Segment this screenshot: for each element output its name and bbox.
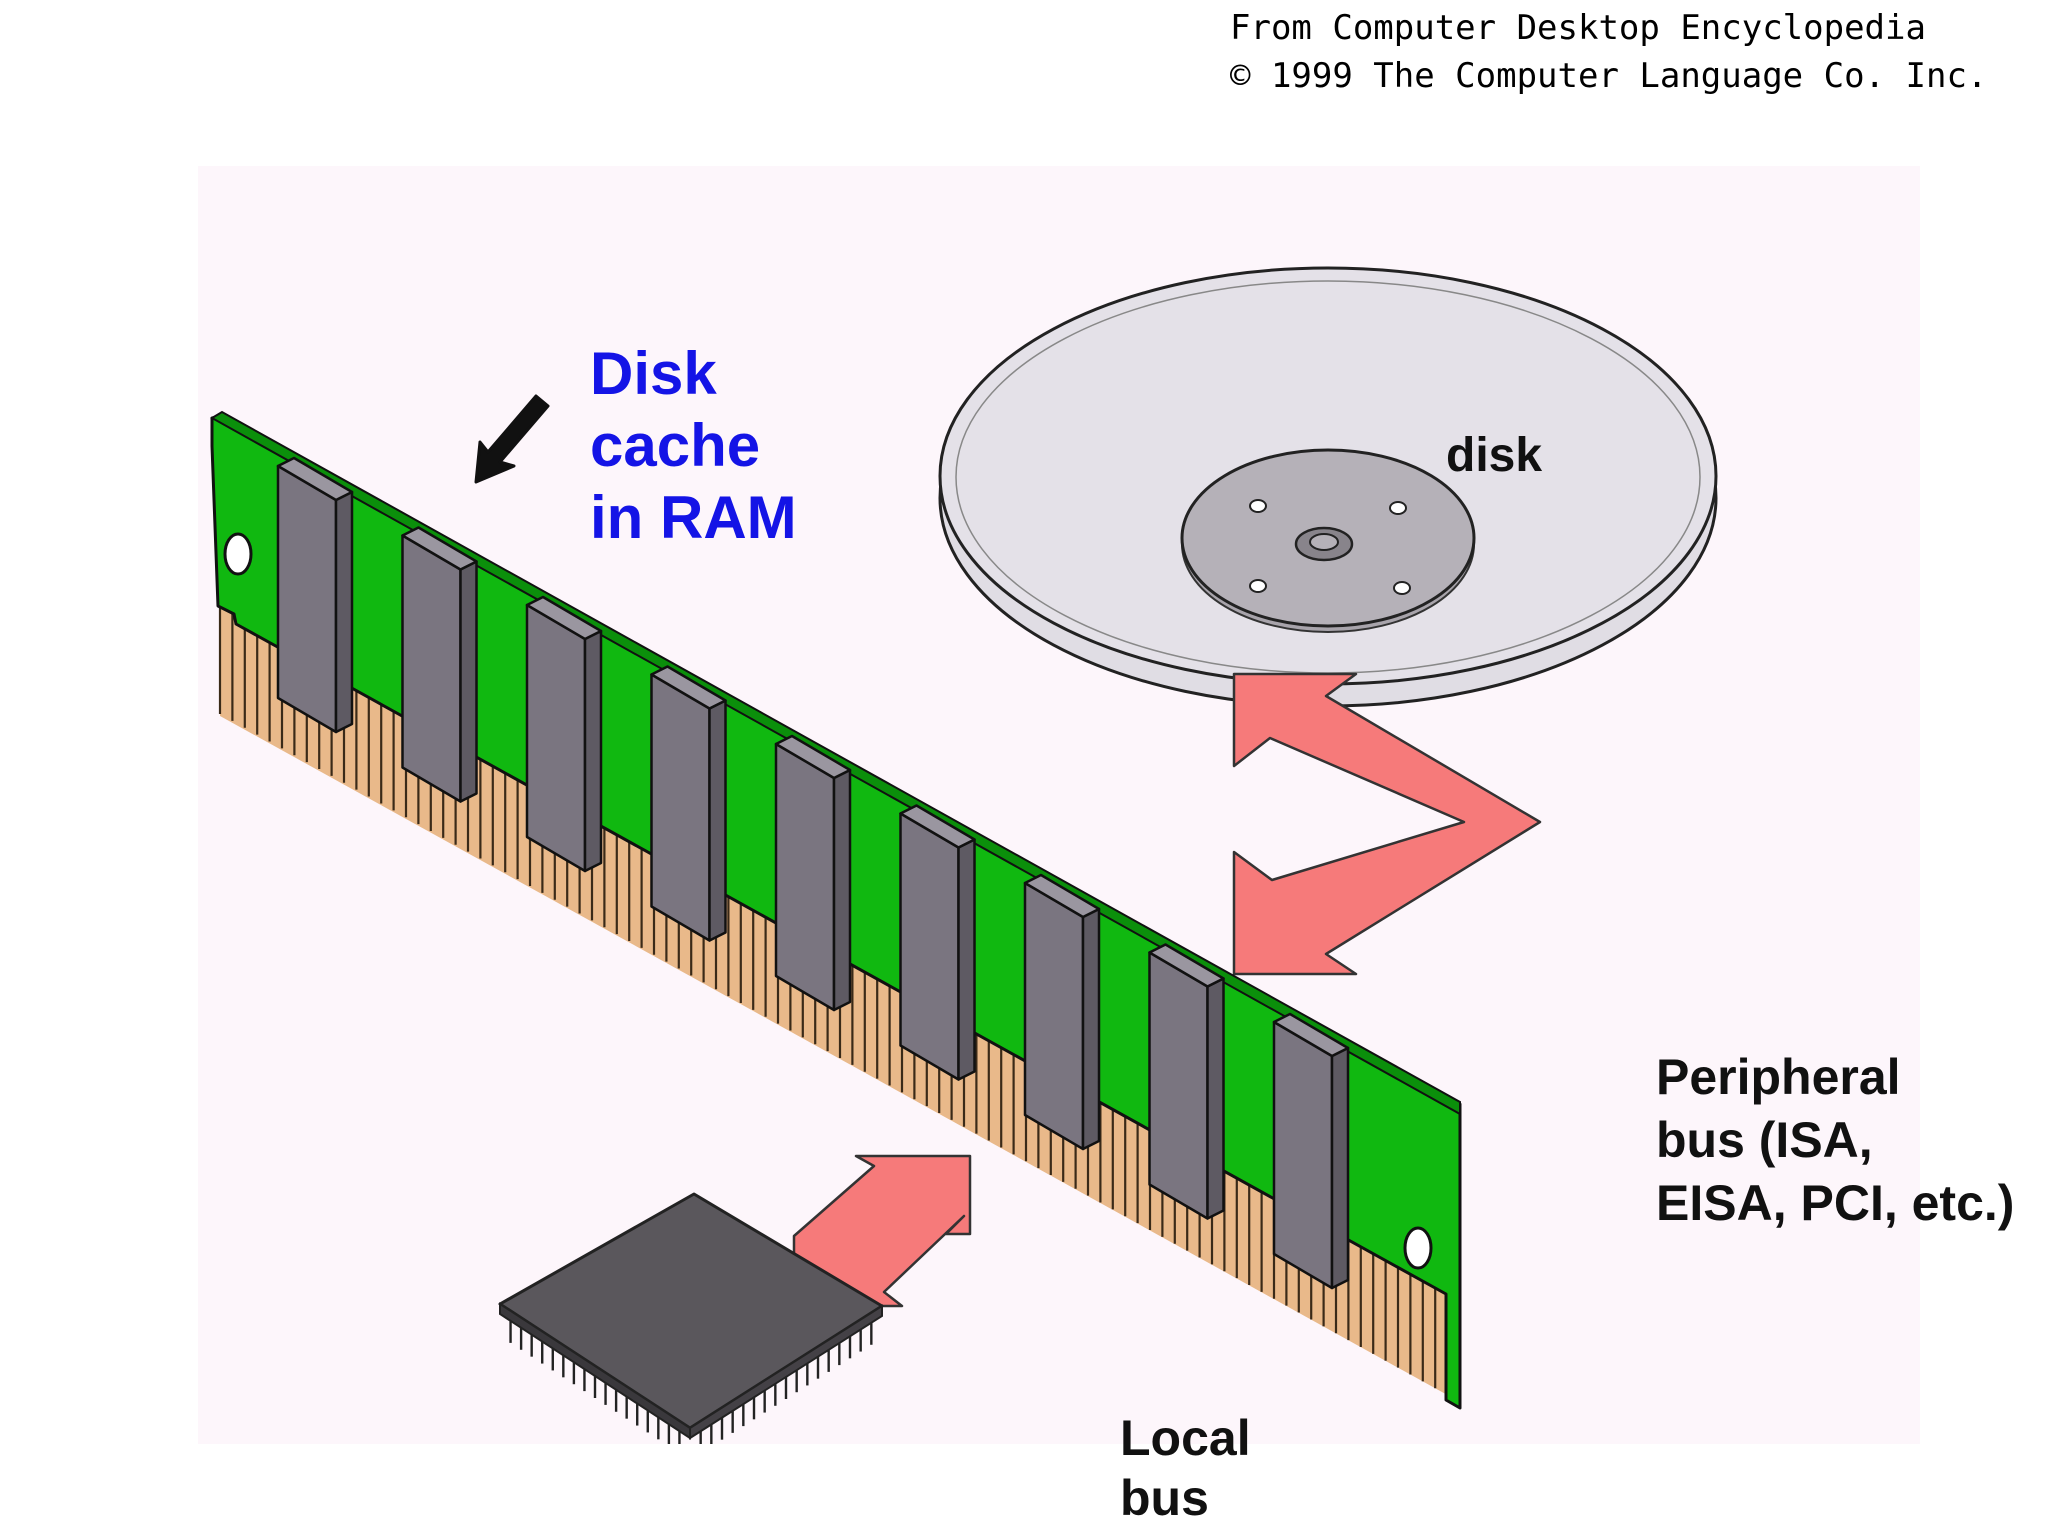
cache-label-line-3: in RAM <box>590 484 797 551</box>
diagram-panel: Disk cache in RAM disk Peripheral bus (I… <box>198 166 2014 1526</box>
cache-label-line-1: Disk <box>590 340 717 407</box>
cache-pointer-arrow-head <box>474 394 550 484</box>
peripheral-label-line-3: EISA, PCI, etc.) <box>1656 1175 2015 1231</box>
memory-chip <box>525 595 603 873</box>
cpu-label: CPU <box>838 1438 923 1482</box>
disk-cache-label: Disk cache in RAM <box>590 338 797 554</box>
memory-chip <box>1023 873 1101 1151</box>
peripheral-label-line-1: Peripheral <box>1656 1049 1901 1105</box>
local-bus-label: Local bus <box>1120 1408 1251 1528</box>
memory-chip <box>276 456 354 734</box>
memory-chip <box>1148 943 1225 1220</box>
peripheral-bus-chevron <box>1232 672 1542 976</box>
copyright-credit: From Computer Desktop Encyclopedia © 199… <box>1230 4 1987 100</box>
local-label-line-2: bus <box>1120 1470 1209 1526</box>
cpu-chip <box>498 1192 884 1444</box>
ram-chips <box>276 456 1350 1290</box>
peripheral-bus-label: Peripheral bus (ISA, EISA, PCI, etc.) <box>1656 1046 2014 1235</box>
memory-chip <box>650 665 727 942</box>
disk-spindle-hub <box>1180 448 1476 633</box>
cpu-pins <box>509 1320 873 1444</box>
cache-label-line-2: cache <box>590 412 761 479</box>
peripheral-label-line-2: bus (ISA, <box>1656 1112 1873 1168</box>
memory-chip <box>899 804 976 1081</box>
credit-line-1: From Computer Desktop Encyclopedia <box>1230 8 1926 48</box>
memory-module <box>210 410 1462 1410</box>
diagram-canvas <box>210 266 1718 1444</box>
memory-chip <box>401 526 478 803</box>
memory-chip <box>1272 1012 1350 1290</box>
credit-line-2: © 1999 The Computer Language Co. Inc. <box>1230 56 1988 96</box>
ram-mount-hole-left <box>223 532 253 576</box>
memory-chip <box>774 734 852 1012</box>
ram-mount-hole-right <box>1403 1226 1433 1270</box>
disk-label: disk <box>1446 429 1543 482</box>
local-label-line-1: Local <box>1120 1410 1251 1466</box>
